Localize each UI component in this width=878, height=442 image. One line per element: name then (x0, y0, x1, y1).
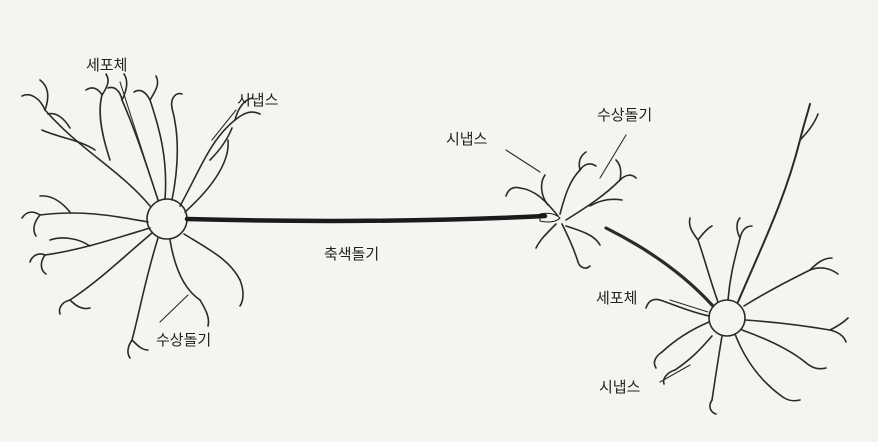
leader-dendrite-right (599, 134, 627, 179)
axon-terminal (539, 212, 561, 223)
label-synapse-left: 시냅스 (237, 91, 279, 109)
label-dendrite-right: 수상돌기 (597, 106, 653, 124)
leader-cell-body-right (669, 299, 709, 313)
leader-lines (119, 81, 709, 383)
leader-synapse-mid (505, 149, 541, 173)
right-long-dendrite (737, 103, 811, 303)
leader-dendrite-left (159, 294, 189, 323)
label-dendrite-left: 수상돌기 (156, 331, 212, 349)
leader-cell-body-left (119, 81, 159, 201)
right-neuron (604, 103, 849, 415)
label-cell-body-right: 세포체 (596, 289, 638, 307)
right-cell-body (708, 299, 746, 337)
right-dendrites (645, 217, 849, 415)
axon (184, 212, 561, 224)
label-cell-body-left: 세포체 (86, 56, 128, 74)
label-axon: 축색돌기 (324, 245, 380, 263)
left-neuron (21, 73, 261, 359)
left-dendrites (21, 73, 261, 359)
label-synapse-right: 시냅스 (599, 378, 641, 396)
right-input-dendrite (604, 226, 714, 307)
leader-synapse-right (659, 364, 691, 383)
axon-line (184, 213, 548, 224)
leader-synapse-left (211, 109, 237, 141)
label-synapse-mid: 시냅스 (446, 130, 488, 148)
synapse-terminal (505, 151, 637, 269)
